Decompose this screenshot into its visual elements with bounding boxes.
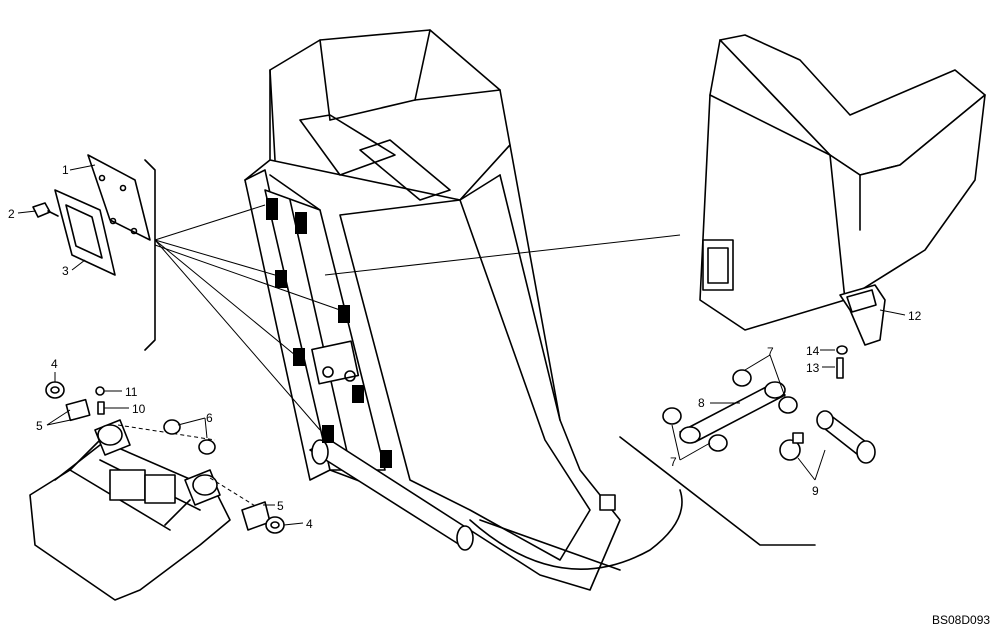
drawing-code: BS08D093 — [932, 613, 990, 627]
callout-7-bottom: 7 — [670, 455, 677, 469]
screw-10 — [97, 401, 105, 415]
callout-11: 11 — [125, 385, 138, 399]
link-pin-assembly — [662, 369, 876, 464]
callout-12: 12 — [908, 309, 922, 323]
seal-6-a — [163, 419, 181, 435]
wear-plate-assembly — [32, 154, 151, 276]
bolt-13 — [836, 357, 844, 379]
callout-7-top: 7 — [767, 345, 774, 359]
bolt — [32, 202, 51, 218]
callout-2: 2 — [8, 207, 15, 221]
detail-view-body — [699, 34, 986, 379]
washer-14 — [836, 345, 848, 355]
bushing-5-top — [65, 398, 91, 422]
bracket-12 — [839, 284, 886, 346]
seal-6-b — [198, 439, 216, 455]
washer-4-bottom — [265, 516, 285, 534]
leader-bracket — [144, 159, 681, 431]
washer-4-top — [45, 381, 65, 399]
callout-5-top: 5 — [36, 419, 43, 433]
callout-8: 8 — [698, 396, 705, 410]
callout-4-top: 4 — [51, 357, 58, 371]
callout-4-bottom: 4 — [306, 517, 313, 531]
frame-assembly — [29, 381, 285, 601]
callout-14: 14 — [806, 344, 820, 358]
washer-7-d — [708, 434, 728, 452]
callout-5-bottom: 5 — [277, 499, 284, 513]
callout-10: 10 — [132, 402, 146, 416]
clip-9 — [779, 439, 801, 461]
dump-body — [244, 29, 621, 591]
callout-9: 9 — [812, 484, 819, 498]
washer-7-c — [662, 407, 682, 425]
ground-lines — [469, 436, 816, 571]
washer-7-b — [778, 396, 798, 414]
callout-1: 1 — [62, 163, 69, 177]
callout-13: 13 — [806, 361, 820, 375]
grease-nipple-11 — [95, 386, 105, 396]
callout-3: 3 — [62, 264, 69, 278]
callout-6: 6 — [206, 411, 213, 425]
gasket-plate — [54, 189, 116, 276]
callout-leaders — [17, 164, 906, 526]
callout-labels: 1 2 3 4 5 6 7 7 8 9 10 11 12 13 14 5 4 — [8, 163, 922, 531]
washer-7-a — [732, 369, 752, 387]
